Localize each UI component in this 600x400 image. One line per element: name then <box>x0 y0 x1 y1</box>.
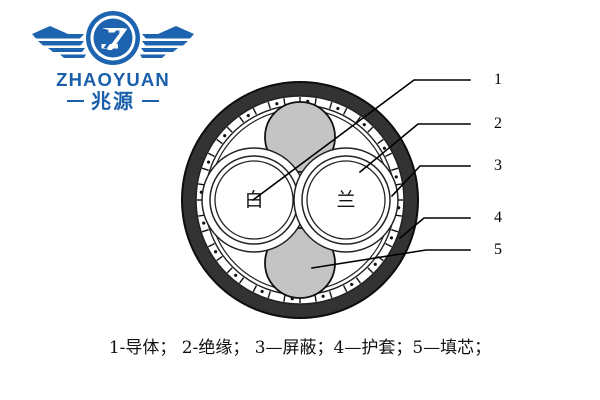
logo-dash-left <box>67 99 84 103</box>
logo-dash-right <box>142 99 159 103</box>
leader-line-5 <box>311 249 471 269</box>
brand-chinese-row: 兆源 <box>28 90 198 112</box>
callout-number-1: 1 <box>494 71 502 88</box>
callout-number-5: 5 <box>494 241 502 258</box>
brand-latin-name: ZHAOYUAN <box>56 69 170 90</box>
logo-emblem-icon <box>32 11 194 65</box>
brand-logo: ZHAOYUAN 兆源 <box>28 8 198 113</box>
leader-line-2 <box>358 123 471 174</box>
filler-bottom <box>264 227 336 299</box>
leader-line-1 <box>251 79 471 202</box>
callout-number-2: 2 <box>494 115 502 132</box>
conductor-right-label: 兰 <box>336 189 355 211</box>
filler-top <box>264 101 336 173</box>
leader-line-3 <box>390 165 471 198</box>
brand-chinese-name: 兆源 <box>91 89 135 113</box>
diagram-caption: 1-导体； 2-绝缘； 3—屏蔽；4—护套；5—填芯； <box>108 338 492 358</box>
conductor-right-core <box>306 160 386 240</box>
leader-line-4 <box>398 217 471 240</box>
callout-number-4: 4 <box>494 209 502 226</box>
callout-number-3: 3 <box>494 157 502 174</box>
